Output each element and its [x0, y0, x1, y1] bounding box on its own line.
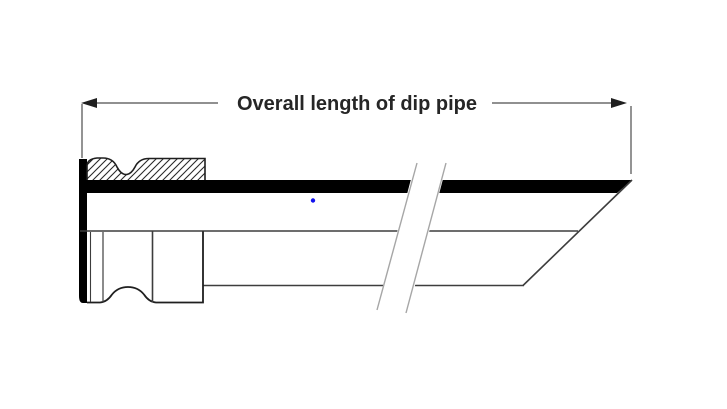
arrowhead-left-icon	[81, 98, 97, 108]
break-line-2	[405, 162, 447, 314]
pipe-break	[375, 160, 448, 316]
pipe-top-wall	[82, 180, 632, 193]
break-line-1	[376, 162, 418, 311]
break-gap-mask	[375, 160, 448, 316]
dimension-label: Overall length of dip pipe	[237, 93, 477, 115]
pipe-bevel-cut-line	[522, 179, 633, 287]
arrowhead-right-icon	[611, 98, 627, 108]
pipe-body	[79, 157, 633, 304]
dimension-annotation: Overall length of dip pipe	[81, 93, 632, 174]
coupler-cross-section	[86, 157, 206, 182]
reference-dot	[310, 198, 316, 203]
coupler-body-outline	[87, 231, 204, 304]
